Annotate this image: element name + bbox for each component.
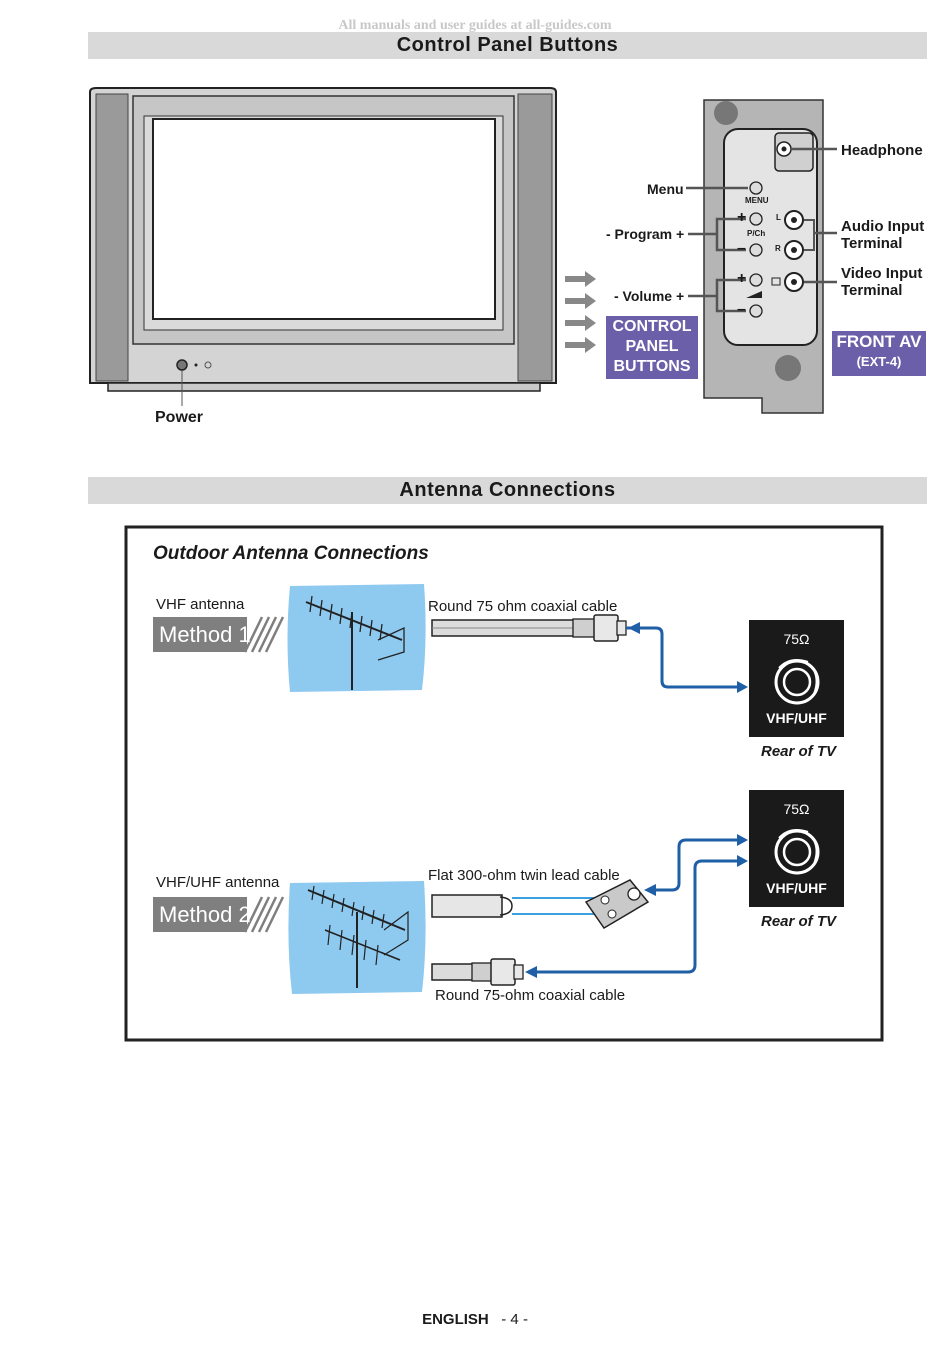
power-label: Power [155,409,204,426]
volume-up-icon [749,273,763,287]
connection-arrow-2 [650,838,740,892]
vhf-antenna-icon [287,584,426,692]
badge-line-1: CONTROL [612,318,692,335]
section-title-control: Control Panel Buttons [396,34,619,56]
tv-illustration [89,87,557,406]
panel-marking-left: L [776,213,781,222]
matching-transformer-icon [584,879,650,930]
section-title-antenna: Antenna Connections [399,479,616,501]
connection-arrow-3 [532,859,740,974]
panel-marking-menu: MENU [745,196,769,205]
program-minus-marking: – [737,240,746,257]
rear1-port-label: VHF/UHF [766,710,827,726]
coax-cable-1 [431,614,627,642]
video-label-line-1: Video Input [841,265,923,282]
outdoor-antenna-title: Outdoor Antenna Connections [153,543,429,564]
menu-button-icon [749,181,763,195]
footer-language: ENGLISH [422,1311,489,1328]
coax-cable-2 [431,958,524,986]
method1-stripes [243,616,285,653]
audio-label-line-2: Terminal [841,235,903,252]
volume-minus-marking: – [737,301,746,318]
twin-lead-cable [431,879,650,930]
panel-marking-pch: P/Ch [747,229,766,238]
method1-cable-label: Round 75 ohm coaxial cable [428,598,618,615]
panel-marking-right: R [775,244,781,253]
page-footer: ENGLISH - 4 - [0,1311,950,1328]
volume-plus-marking: + [737,270,747,287]
rear2-impedance: 75Ω [783,801,810,817]
footer-page-number: - 4 - [501,1311,528,1328]
method2-round-cable-label: Round 75-ohm coaxial cable [435,987,626,1004]
connection-arrow-1 [626,626,740,689]
antenna-box-frame [124,525,884,1042]
volume-down-icon [749,304,763,318]
arrow-icons [565,271,596,353]
front-av-sub: (EXT-4) [856,354,902,369]
method2-stripes [243,896,285,933]
input-icon [771,277,781,286]
badge-line-2: PANEL [625,338,679,355]
side-panel-illustration [686,99,837,414]
rear1-impedance: 75Ω [783,631,810,647]
front-av-title: FRONT AV [836,332,922,351]
vhf-uhf-antenna-icon [288,881,426,994]
volume-icon [746,291,762,298]
front-av-badge: FRONT AV (EXT-4) [832,331,926,376]
method1-antenna-label: VHF antenna [156,596,245,613]
program-label: - Program + [606,226,685,242]
control-panel-badge: CONTROL PANEL BUTTONS [606,316,698,379]
audio-input-label: Audio Input Terminal [841,218,924,252]
program-up-icon [749,212,763,226]
power-button-icon [176,359,188,371]
video-label-line-2: Terminal [841,282,903,299]
rear1-caption: Rear of TV [761,743,837,760]
rear-panel-1 [749,620,844,737]
rear-panel-2 [749,790,844,907]
volume-label: - Volume + [614,288,685,304]
video-input-label: Video Input Terminal [841,265,922,299]
method1-badge: Method 1 [153,617,251,652]
program-down-icon [749,243,763,257]
rear2-caption: Rear of TV [761,913,837,930]
section-header-control: Control Panel Buttons [88,32,927,59]
badge-line-3: BUTTONS [613,358,691,375]
watermark: All manuals and user guides at all-guide… [338,18,612,33]
method2-badge: Method 2 [153,897,251,932]
method2-antenna-label: VHF/UHF antenna [156,874,280,891]
menu-label: Menu [647,181,684,197]
audio-label-line-1: Audio Input [841,218,925,235]
method2-flat-cable-label: Flat 300-ohm twin lead cable [428,867,620,884]
section-header-antenna: Antenna Connections [88,477,927,504]
headphone-label: Headphone [841,142,923,159]
program-plus-marking: + [737,209,747,226]
rear2-port-label: VHF/UHF [766,880,827,896]
